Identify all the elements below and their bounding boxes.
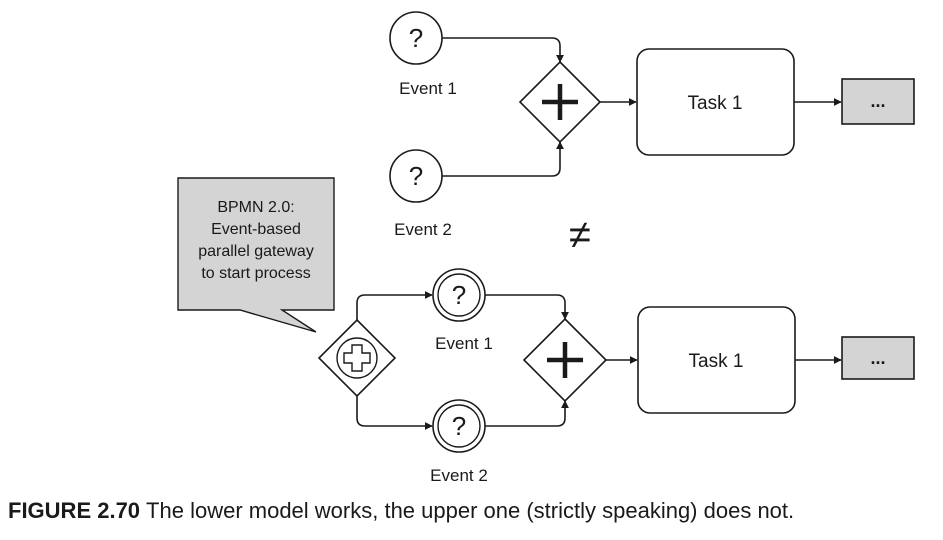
lower-event-2-label: Event 2: [430, 466, 488, 485]
lower-model: ? Event 1 ? Event 2 Task 1 ...: [317, 268, 915, 485]
lower-task: Task 1: [637, 306, 796, 414]
plus-icon: [547, 342, 583, 378]
upper-event-2-symbol: ?: [409, 161, 423, 191]
not-equal-sign: ≠: [569, 213, 591, 257]
upper-event-1-label: Event 1: [399, 79, 457, 98]
lower-event-1-symbol: ?: [452, 280, 466, 310]
callout-shape: [177, 177, 335, 333]
figure-caption-text: The lower model works, the upper one (st…: [146, 498, 795, 523]
callout-line-4: to start process: [201, 265, 310, 282]
lower-event-based-parallel-gateway: [317, 318, 397, 398]
upper-event-1-symbol: ?: [409, 23, 423, 53]
lower-event-2-symbol: ?: [452, 411, 466, 441]
upper-task: Task 1: [636, 48, 795, 156]
lower-event-1-inner: [437, 273, 481, 317]
callout: BPMN 2.0: Event-based parallel gateway t…: [177, 177, 335, 333]
lower-next-label: ...: [870, 348, 885, 368]
callout-line-3: parallel gateway: [198, 243, 314, 260]
lower-next-rect: [841, 336, 915, 380]
lower-flow-event1-to-gateway: [485, 294, 569, 320]
figure-number: FIGURE 2.70: [8, 498, 141, 523]
lower-parallel-gateway: [522, 317, 608, 403]
lower-next-box: ...: [841, 336, 915, 380]
lower-flow-event2-to-gateway: [485, 400, 569, 427]
upper-model: ? Event 1 ? Event 2 Task 1 ...: [389, 11, 915, 239]
lower-event-1-label: Event 1: [435, 334, 493, 353]
lower-flow-gateway-to-event1: [356, 291, 433, 320]
plus-icon: [542, 84, 578, 120]
upper-next-box: ...: [841, 78, 915, 125]
callout-line-1: BPMN 2.0:: [217, 199, 294, 216]
hollow-plus-icon: [343, 344, 371, 372]
upper-next-label: ...: [870, 91, 885, 111]
lower-task-label: Task 1: [689, 351, 744, 372]
upper-flow-event2-to-gateway: [442, 141, 564, 177]
upper-task-label: Task 1: [688, 93, 743, 114]
upper-event-1: ? Event 1: [389, 11, 457, 98]
lower-flow-gateway-to-event2: [356, 396, 433, 430]
upper-flow-event1-to-gateway: [442, 37, 564, 63]
upper-parallel-gateway: [518, 60, 602, 144]
lower-event-2-inner: [437, 404, 481, 448]
lower-event-2: ? Event 2: [430, 399, 488, 485]
upper-event-2-label: Event 2: [394, 220, 452, 239]
callout-line-2: Event-based: [211, 221, 301, 238]
lower-event-1: ? Event 1: [432, 268, 493, 353]
upper-next-rect: [841, 78, 915, 125]
upper-event-2: ? Event 2: [389, 149, 452, 239]
